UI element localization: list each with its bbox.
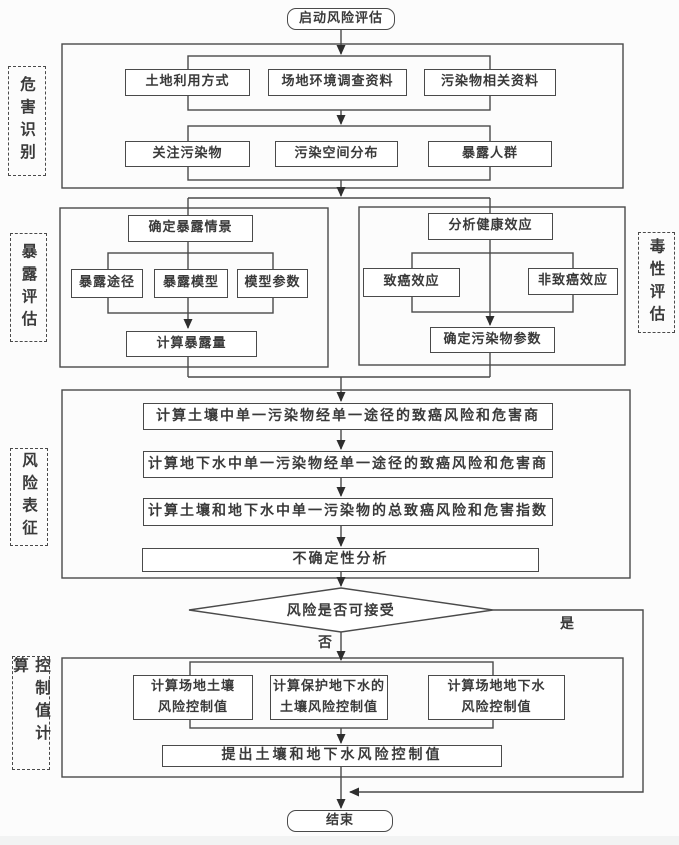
end-node: 结束 — [287, 810, 393, 832]
stage-label-hazard: 危害识别 — [8, 66, 46, 176]
start-node: 启动风险评估 — [287, 8, 395, 30]
node-protect-groundwater-soil-control-value: 计算保护地下水的 土壤风险控制值 — [270, 675, 388, 720]
line-1: 计算保护地下水的 — [272, 679, 385, 695]
node-exposure-scenario: 确定暴露情景 — [128, 215, 253, 242]
node-land-use: 土地利用方式 — [125, 69, 250, 96]
node-site-survey-data: 场地环境调查资料 — [268, 69, 407, 96]
node-exposure-model: 暴露模型 — [154, 269, 228, 298]
node-site-soil-control-value: 计算场地土壤 风险控制值 — [133, 675, 253, 720]
line-1: 计算场地地下水 — [447, 679, 546, 695]
yes-branch-line — [349, 609, 644, 797]
exposure-section-frame — [59, 207, 329, 368]
node-carcinogenic-effect: 致癌效应 — [363, 268, 460, 297]
node-pollutant-parameters: 确定污染物参数 — [430, 327, 555, 353]
node-exposure-pathway: 暴露途径 — [71, 269, 143, 298]
node-pollutant-data: 污染物相关资料 — [424, 69, 556, 96]
node-pollution-distribution: 污染空间分布 — [275, 141, 398, 167]
toxicity-section-frame — [358, 206, 626, 366]
decision-yes-label: 是 — [560, 616, 574, 632]
node-groundwater-single-risk: 计算地下水中单一污染物经单一途径的致癌风险和危害商 — [143, 451, 553, 478]
line-1: 计算场地土壤 — [150, 679, 235, 695]
node-noncarcinogenic-effect: 非致癌效应 — [528, 268, 618, 295]
line-2: 风险控制值 — [461, 699, 532, 715]
stage-label-toxicity: 毒性评估 — [638, 232, 675, 333]
node-soil-single-risk: 计算土壤中单一污染物经单一途径的致癌风险和危害商 — [143, 403, 553, 430]
node-exposed-population: 暴露人群 — [428, 141, 552, 167]
stage-label-characterization: 风险表征 — [10, 448, 48, 546]
node-total-risk-index: 计算土壤和地下水中单一污染物的总致癌风险和危害指数 — [143, 498, 553, 526]
stage-label-exposure: 暴露评估 — [10, 233, 47, 342]
node-health-effects: 分析健康效应 — [428, 213, 553, 240]
decision-diamond — [188, 587, 494, 633]
node-uncertainty-analysis: 不确定性分析 — [142, 548, 539, 572]
line-2: 土壤风险控制值 — [279, 699, 378, 715]
scan-footer-strip — [0, 836, 679, 845]
node-contaminants-of-concern: 关注污染物 — [125, 141, 250, 167]
line-2: 风险控制值 — [157, 699, 228, 715]
node-propose-control-values: 提出土壤和地下水风险控制值 — [162, 745, 502, 767]
characterization-section-frame — [61, 389, 631, 579]
decision-no-label: 否 — [318, 635, 332, 651]
node-model-parameters: 模型参数 — [237, 269, 308, 298]
node-site-groundwater-control-value: 计算场地地下水 风险控制值 — [428, 675, 565, 720]
node-calc-exposure: 计算暴露量 — [126, 331, 257, 357]
decision-question: 风险是否可接受 — [286, 603, 396, 619]
stage-label-control: 控制值计算 — [11, 656, 51, 770]
